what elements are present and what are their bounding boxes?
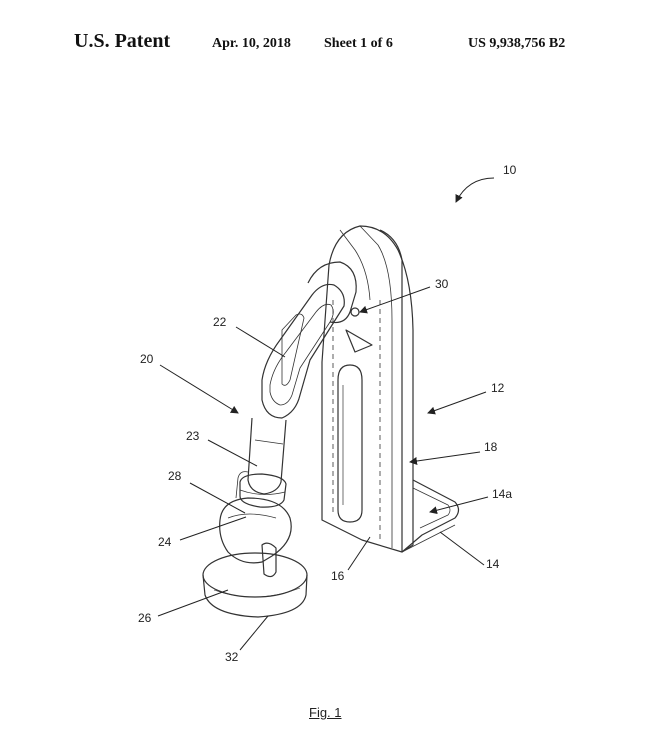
reference-numerals: 10 30 22 20 12 18 23 28 14a 24 14 16 26 … [138,163,517,664]
patent-date: Apr. 10, 2018 [212,36,291,51]
ref-16: 16 [331,569,345,583]
ref-20: 20 [140,352,154,366]
ref-18: 18 [484,440,498,454]
ref-22: 22 [213,315,227,329]
ref-26: 26 [138,611,152,625]
ref-32: 32 [225,650,239,664]
ref-24: 24 [158,535,172,549]
ref-28: 28 [168,469,182,483]
patent-title: U.S. Patent [74,30,171,52]
figure-caption: Fig. 1 [309,705,342,720]
ref-14: 14 [486,557,500,571]
sheet-number: Sheet 1 of 6 [324,36,393,51]
ref-30: 30 [435,277,449,291]
ref-14a: 14a [492,487,512,501]
leader-lines [157,177,495,651]
ref-12: 12 [491,381,505,395]
ref-23: 23 [186,429,200,443]
device-outline [202,225,460,618]
ref-10: 10 [503,163,517,177]
patent-number: US 9,938,756 B2 [468,36,566,51]
